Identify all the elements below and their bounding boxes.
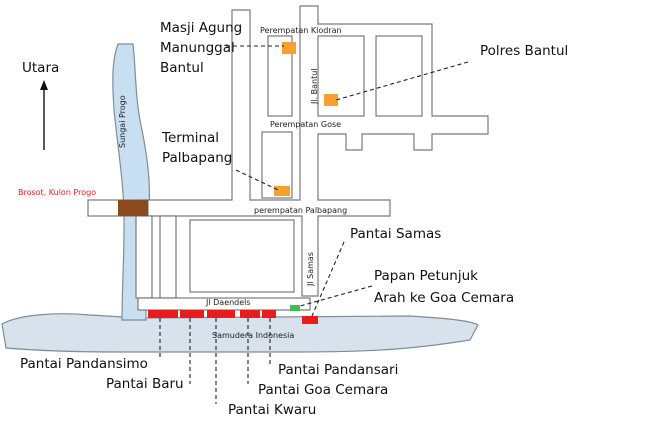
road-south-left (135, 215, 153, 299)
river-label: Sungai Progo (118, 95, 127, 148)
road-label-daendels: Jl Daendels (206, 298, 251, 307)
beach-samas-marker (302, 316, 318, 324)
road-label-klodran: Perempatan Klodran (260, 26, 342, 35)
sign-marker (290, 305, 300, 311)
label-terminal-2: Palbapang (162, 150, 233, 166)
north-arrow-head (40, 80, 48, 90)
marker-masjid (282, 42, 296, 54)
label-masjid-2: Manunggal (160, 40, 235, 56)
label-papan-2: Arah ke Goa Cemara (374, 290, 515, 306)
marker-terminal (274, 186, 290, 196)
bridge-label: Brosot, Kulon Progo (18, 188, 97, 197)
city-blocks (261, 35, 423, 199)
leader-lines (159, 45, 469, 404)
label-kwaru: Pantai Kwaru (228, 402, 317, 418)
road-label-gose: Perempatan Gose (270, 120, 342, 129)
label-baru: Pantai Baru (106, 376, 184, 392)
road-label-samas: Jl Samas (306, 252, 315, 286)
road-south-inner (159, 215, 177, 299)
label-goa-cemara: Pantai Goa Cemara (258, 382, 389, 398)
marker-polres (324, 94, 338, 106)
label-terminal-1: Terminal (162, 130, 220, 146)
block-3 (375, 35, 423, 117)
label-polres: Polres Bantul (480, 43, 569, 59)
label-pantai-samas: Pantai Samas (350, 226, 442, 242)
label-pandansari: Pantai Pandansari (278, 362, 399, 378)
road-label-bantul: Jl. Bantul (310, 68, 319, 104)
label-masjid-3: Bantul (160, 60, 204, 76)
bridge-brosot (118, 200, 148, 216)
beach-markers (148, 310, 318, 324)
block-south-mid (189, 219, 295, 293)
label-papan-1: Papan Petunjuk (374, 268, 478, 284)
label-masjid-1: Masji Agung (160, 20, 243, 36)
sea-area (1, 313, 479, 353)
beach-pandansari-marker (262, 310, 276, 318)
north-label: Utara (22, 60, 60, 76)
beach-pandansimo-marker (148, 310, 178, 318)
beach-baru-marker (180, 310, 204, 318)
road-label-palbapang: perempatan Palbapang (254, 206, 348, 215)
sea-label: Samudera Indonesia (212, 331, 295, 340)
beach-goacemara-marker (240, 310, 260, 318)
beach-kwaru-marker (207, 310, 235, 318)
label-pandansimo: Pantai Pandansimo (20, 356, 148, 372)
